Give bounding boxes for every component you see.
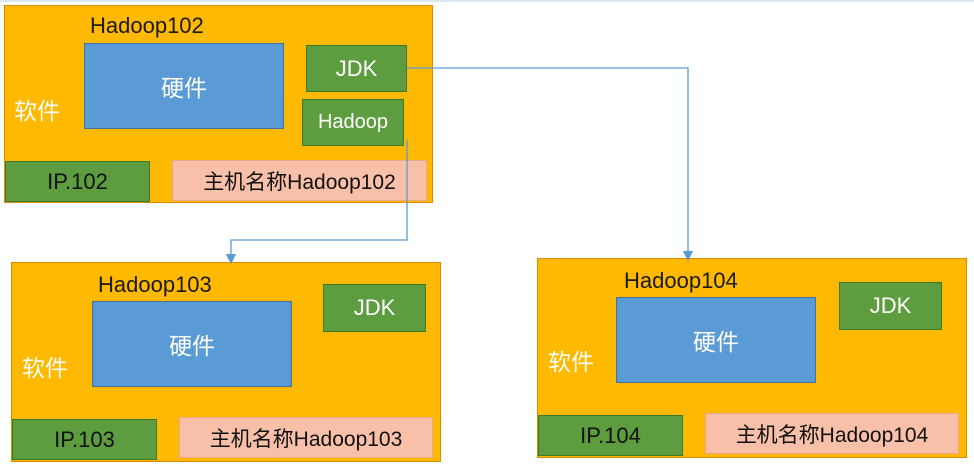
software-label: 软件 xyxy=(22,355,68,381)
hostname-box: 主机名称Hadoop104 xyxy=(705,413,959,454)
hardware-box: 硬件 xyxy=(92,301,292,387)
hadoop-box: Hadoop xyxy=(302,99,404,146)
top-divider xyxy=(0,0,974,2)
arrow-hadoop102-to-hadoop103 xyxy=(225,140,408,265)
host-title: Hadoop102 xyxy=(90,13,204,38)
jdk-box: JDK xyxy=(323,284,426,332)
ip-box: IP.103 xyxy=(12,419,157,460)
jdk-box: JDK xyxy=(839,282,942,330)
ip-box: IP.102 xyxy=(5,161,150,202)
host-hadoop103: Hadoop103 硬件 软件 JDK IP.103 主机名称Hadoop103 xyxy=(11,262,441,462)
hardware-box: 硬件 xyxy=(84,43,284,129)
hardware-box: 硬件 xyxy=(616,297,816,383)
hostname-box: 主机名称Hadoop103 xyxy=(179,417,433,458)
host-hadoop102: Hadoop102 硬件 软件 JDK Hadoop IP.102 主机名称Ha… xyxy=(4,5,433,203)
host-title: Hadoop103 xyxy=(98,272,212,297)
host-title: Hadoop104 xyxy=(624,268,738,293)
arrow-jdk-to-hadoop104 xyxy=(407,67,694,262)
hostname-box: 主机名称Hadoop102 xyxy=(172,160,427,201)
software-label: 软件 xyxy=(548,349,594,375)
host-hadoop104: Hadoop104 硬件 软件 JDK IP.104 主机名称Hadoop104 xyxy=(537,258,967,458)
ip-box: IP.104 xyxy=(538,415,683,456)
jdk-box: JDK xyxy=(306,45,407,92)
software-label: 软件 xyxy=(14,98,60,124)
